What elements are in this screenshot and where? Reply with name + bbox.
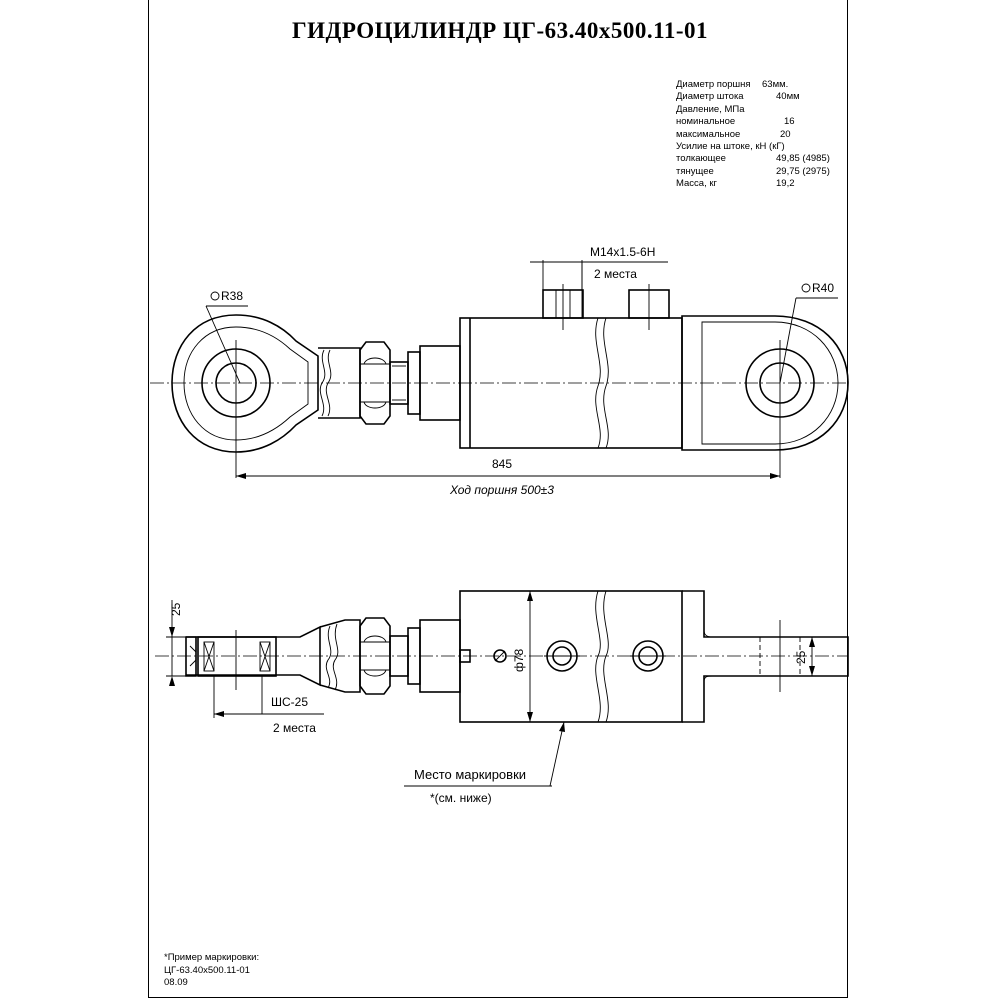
- spec-row: Диаметр штока 40мм: [676, 91, 851, 103]
- break-tube-2: [603, 317, 609, 449]
- marking-note: *Пример маркировки: ЦГ-63.40х500.11-01 0…: [164, 952, 259, 990]
- spec-label: Давление, МПа: [676, 103, 745, 115]
- break-left-1: [319, 349, 326, 417]
- spec-value: 63мм.: [762, 79, 789, 90]
- drawing-frame: [148, 0, 848, 998]
- eye-flat: [186, 625, 321, 687]
- spec-row: Диаметр поршня 63мм.: [676, 79, 851, 91]
- spec-value: 29,75 (2975): [776, 165, 830, 177]
- top-view: ф78 25: [155, 590, 849, 805]
- hex-nut-top: [359, 617, 391, 695]
- spec-row: номинальное 16: [676, 116, 851, 128]
- side-view: R38 R40 M14x1.5-6H 2 места 845 Ход поршн…: [150, 245, 849, 497]
- note-line-2: 08.09: [164, 977, 188, 989]
- spec-row: Давление, МПа: [676, 104, 851, 116]
- rear-lug-top: [682, 590, 849, 723]
- width-right-label: 25: [794, 650, 808, 664]
- note-title: *Пример маркировки:: [164, 952, 260, 963]
- note-line-1: ЦГ-63.40х500.11-01: [164, 964, 250, 976]
- marking-ref: *(см. ниже): [430, 791, 492, 805]
- break-tube-1: [595, 317, 601, 449]
- spec-value: 49,85 (4985): [776, 153, 830, 165]
- spec-row: Усилие на штоке, кН (кГ): [676, 141, 851, 153]
- spherical-bearing: [197, 636, 277, 677]
- thread-label: M14x1.5-6H: [590, 245, 655, 259]
- radius-right-label: R40: [812, 281, 834, 295]
- thread-count-label: 2 места: [594, 267, 637, 281]
- bearing-label: ШС-25: [271, 695, 308, 709]
- spec-label: Диаметр поршня: [676, 79, 751, 90]
- rear-clevis: [681, 315, 849, 451]
- spec-row: Масса, кг 19,2: [676, 178, 851, 190]
- spec-label: максимальное: [676, 128, 741, 140]
- radius-left-label: R38: [221, 289, 243, 303]
- break-left-2: [325, 349, 332, 417]
- drawing-title: ГИДРОЦИЛИНДР ЦГ-63.40х500.11-01: [291, 18, 709, 43]
- spec-value: 20: [780, 128, 791, 140]
- spec-label: толкающее: [676, 153, 726, 165]
- bearing-count-label: 2 места: [273, 721, 316, 735]
- spec-value: 19,2: [776, 178, 795, 190]
- spec-row: тянущее 29,75 (2975): [676, 166, 851, 178]
- spec-label: Диаметр штока: [676, 91, 744, 103]
- left-eye-outer: [171, 314, 319, 453]
- stroke-label: Ход поршня 500±3: [449, 483, 554, 497]
- spec-label: Масса, кг: [676, 178, 717, 190]
- spec-row: максимальное 20: [676, 129, 851, 141]
- spec-label: тянущее: [676, 165, 714, 177]
- grease-fitting: [493, 649, 507, 663]
- spec-value: 16: [784, 116, 795, 128]
- length-label: 845: [492, 457, 512, 471]
- spec-row: толкающее 49,85 (4985): [676, 153, 851, 165]
- bore-label: ф78: [512, 648, 526, 672]
- spec-value: 40мм: [776, 91, 800, 103]
- rear-clevis-inner: [701, 321, 839, 445]
- marking-label: Место маркировки: [414, 767, 526, 782]
- hex-nut: [359, 341, 391, 425]
- spec-label: номинальное: [676, 116, 736, 128]
- spec-label: Усилие на штоке, кН (кГ): [676, 140, 785, 152]
- width-left-label: 25: [169, 602, 183, 616]
